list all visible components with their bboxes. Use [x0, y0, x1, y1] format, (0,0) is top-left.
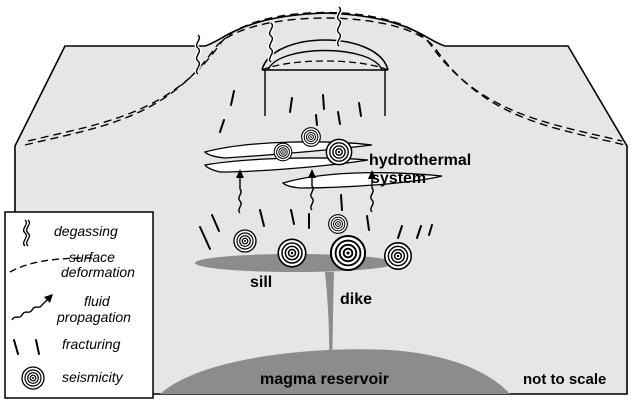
seismicity-symbol: [301, 127, 321, 147]
magma-reservoir-label: magma reservoir: [260, 371, 389, 388]
hydrothermal-lens-right: [281, 172, 443, 189]
legend-seismicity-label: seismicity: [62, 369, 124, 385]
legend-surface-deformation-label-2: deformation: [61, 264, 135, 280]
dike-label: dike: [340, 291, 372, 308]
caldera-floor-dashed: [261, 60, 389, 71]
surface-deformation-line-inner: [27, 11, 623, 142]
legend-fluid-propagation-icon: [11, 294, 53, 321]
fluid-propagation-arrow-left: [236, 169, 244, 214]
legend-fracturing-label: fracturing: [62, 336, 121, 352]
hydrothermal-system-label: hydrothermal: [369, 152, 471, 169]
fracturing-marks: [199, 90, 433, 250]
not-to-scale-label: not to scale: [523, 371, 606, 388]
legend-surface-deformation-label: surface: [69, 249, 115, 265]
legend-fracturing-icon: [13, 339, 40, 355]
seismicity-symbol: [277, 238, 307, 268]
seismicity-symbol: [273, 142, 293, 162]
degassing-plume-center-left: [267, 21, 275, 64]
legend-seismicity-icon: [21, 366, 45, 390]
legend-fluid-propagation-label: fluid: [84, 293, 111, 309]
fluid-propagation-arrow-middle: [308, 169, 316, 211]
legend-degassing-label: degassing: [54, 223, 118, 239]
legend: degassing surface deformation fluid prop…: [4, 211, 154, 399]
hydrothermal-system-label-2: system: [371, 170, 426, 187]
crust-block: [14, 12, 628, 395]
seismicity-symbol: [325, 138, 353, 166]
magma-reservoir: [160, 349, 510, 394]
caldera-arc-middle: [267, 49, 383, 71]
hydrothermal-lens-lower: [203, 157, 369, 173]
seismicity-symbol: [328, 214, 348, 234]
legend-surface-deformation-icon: [9, 257, 96, 273]
legend-degassing-icon: [22, 219, 31, 247]
seismicity-symbol: [384, 242, 412, 270]
dike: [325, 272, 334, 368]
degassing-plume-left: [194, 33, 202, 76]
fluid-propagation-arrow-right: [368, 170, 376, 213]
surface-deformation-line-outer: [24, 17, 626, 146]
seismicity-symbol: [329, 234, 367, 272]
sill-label: sill: [250, 274, 272, 291]
degassing-plume-center-right: [335, 5, 343, 48]
seismicity-symbol: [233, 229, 257, 253]
legend-fluid-propagation-label-2: propagation: [56, 309, 131, 325]
